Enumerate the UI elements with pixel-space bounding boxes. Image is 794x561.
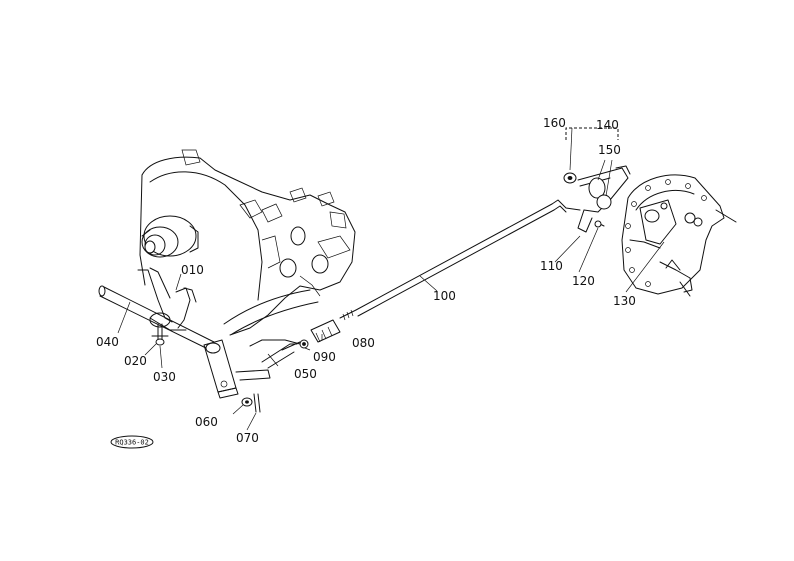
bolt-and-nut [151,323,169,346]
label-050: 050 [294,367,317,381]
label-110: 110 [540,259,563,273]
label-130: 130 [613,294,636,308]
transmission-housing [139,149,356,336]
label-160: 160 [543,116,566,130]
shift-fork [137,267,197,331]
bearing-hub [141,215,199,258]
label-030: 030 [153,370,176,384]
main-rod [355,199,581,317]
label-010: 010 [181,263,204,277]
label-120: 120 [572,274,595,288]
part-labels: 010 020 030 040 050 060 070 080 090 100 … [96,116,636,445]
label-090: 090 [313,350,336,364]
label-040: 040 [96,335,119,349]
label-080: 080 [352,336,375,350]
reference-badge: RQ336-02 [110,435,154,449]
washer-and-pin [241,393,261,413]
label-100: 100 [433,289,456,303]
label-140: 140 [596,118,619,132]
flywheel-housing [621,174,737,297]
label-020: 020 [124,354,147,368]
reference-code: RQ336-02 [115,439,149,447]
rod-end-assembly [281,319,341,351]
label-150: 150 [598,143,621,157]
shift-rod [98,285,215,351]
label-070: 070 [236,431,259,445]
arm-assembly [563,127,631,233]
label-060: 060 [195,415,218,429]
leader-lines [117,127,665,431]
rod-thread-left [339,309,357,321]
